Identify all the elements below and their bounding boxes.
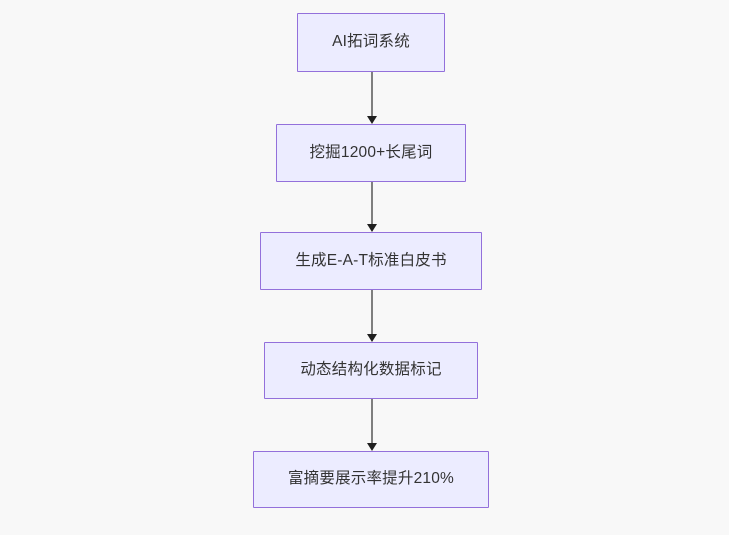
edge-line (371, 72, 373, 116)
flowchart-node-dynamic-structured-data-markup[interactable]: 动态结构化数据标记 (264, 342, 478, 399)
node-label: 挖掘1200+长尾词 (309, 143, 433, 161)
node-label: 富摘要展示率提升210% (287, 470, 455, 488)
edge-line (371, 399, 373, 443)
node-label: 动态结构化数据标记 (300, 361, 442, 379)
flowchart-node-rich-snippet-impression-uplift[interactable]: 富摘要展示率提升210% (253, 451, 489, 508)
flowchart-node-ai-keyword-system[interactable]: AI拓词系统 (297, 13, 445, 72)
node-label: 生成E-A-T标准白皮书 (295, 251, 447, 269)
arrowhead-icon (367, 443, 377, 451)
arrowhead-icon (367, 116, 377, 124)
arrowhead-icon (367, 334, 377, 342)
node-label: AI拓词系统 (332, 33, 410, 51)
edge-line (371, 182, 373, 224)
arrowhead-icon (367, 224, 377, 232)
flowchart-node-generate-eat-whitepaper[interactable]: 生成E-A-T标准白皮书 (260, 232, 482, 290)
edge-line (371, 290, 373, 334)
flowchart-node-mine-longtail-keywords[interactable]: 挖掘1200+长尾词 (276, 124, 466, 182)
